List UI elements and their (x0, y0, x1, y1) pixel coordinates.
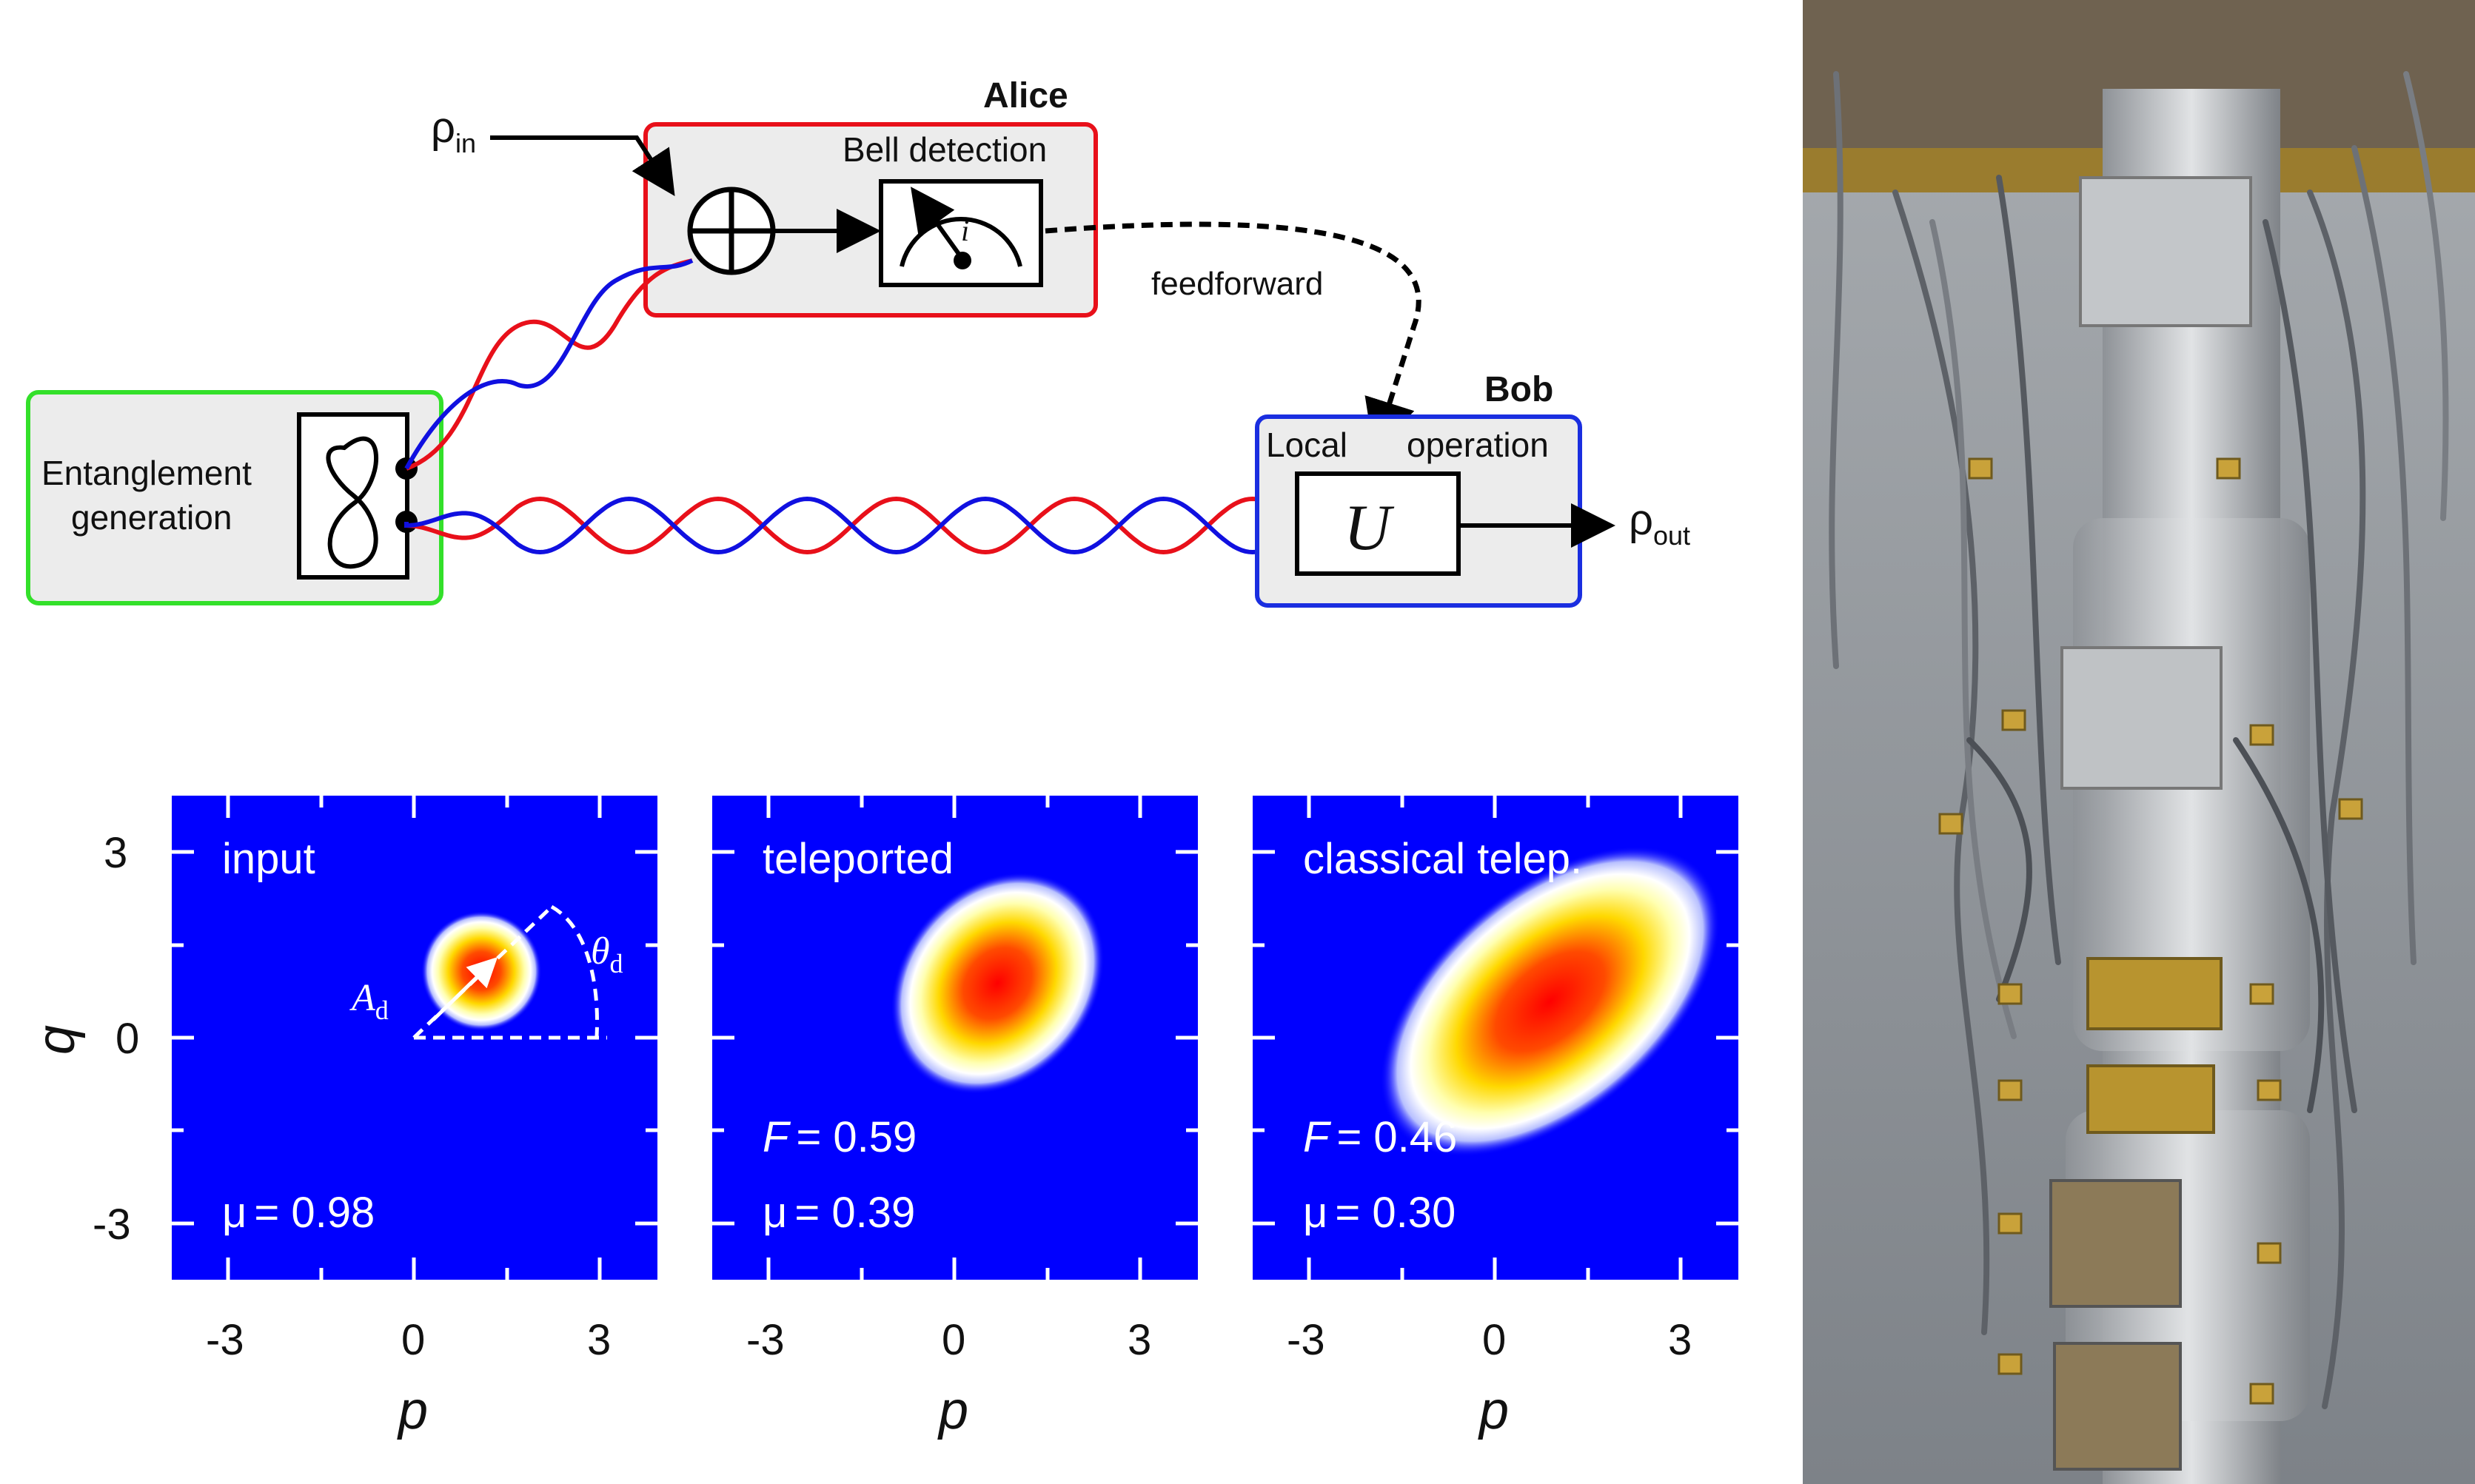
y-axis-label: q (27, 1025, 86, 1055)
panel-teleported-label: teleported (763, 835, 954, 883)
wigner-panels: input Ad θd μ= 0.98 (27, 796, 1738, 1440)
panel-classical: classical telep. F= 0.46 μ= 0.30 (1253, 796, 1738, 1280)
panel-teleported-ticks (712, 796, 1198, 1280)
bell-detection-label: Bell detection (843, 130, 1047, 169)
rho-in-label: ρin (431, 104, 476, 158)
panel-input-label: input (222, 835, 315, 883)
rho-out-label: ρout (1629, 496, 1690, 551)
panel-teleported-x-tick-minus3: -3 (746, 1316, 785, 1364)
beam-splitter-symbol (687, 187, 776, 275)
panel-input-x-label: p (397, 1381, 428, 1440)
panel-classical-wigner-blob (1380, 846, 1721, 1157)
photo-amplifier-2 (2086, 1064, 2215, 1134)
photo-cables (1829, 71, 2449, 1409)
panel-teleported: teleported F= 0.59 μ= 0.39 (712, 796, 1198, 1280)
feedforward-dashed-path (1045, 221, 1421, 453)
photo-box-2 (2053, 1342, 2182, 1471)
panel-teleported-wigner-blob (891, 872, 1105, 1095)
panel-input-x-tick-3: 3 (587, 1316, 611, 1364)
alice-title: Alice (983, 76, 1068, 115)
panel-classical-x-tick-0: 0 (1482, 1316, 1506, 1364)
panel-classical-x-label: p (1478, 1381, 1509, 1440)
source-label-line1: Entanglement (41, 454, 252, 492)
panel-input: input Ad θd μ= 0.98 (172, 796, 657, 1280)
entangled-wave-to-bob-red (404, 496, 1299, 555)
photo-box-1 (2049, 1179, 2182, 1308)
panel-input-amplitude-arrow (432, 957, 498, 1021)
entangled-wave-to-alice-red (405, 258, 693, 471)
panel-input-angle-label: θd (591, 930, 623, 978)
local-operation-label-left: Local (1266, 426, 1347, 464)
photo-amplifier-1 (2086, 957, 2223, 1030)
infinity-crystal-icon (297, 412, 418, 580)
panel-input-x-tick-0: 0 (401, 1316, 425, 1364)
rho-in-arrow (490, 135, 675, 197)
y-tick-minus3: -3 (93, 1201, 131, 1249)
panel-classical-ticks (1253, 796, 1738, 1280)
source-label-line2: generation (71, 498, 232, 537)
panel-teleported-x-label: p (937, 1381, 968, 1440)
panel-classical-x-tick-3: 3 (1668, 1316, 1692, 1364)
teleportation-schematic: Alice Bell detection ρin i feedforward E… (26, 76, 1690, 608)
panel-input-mu: μ= 0.98 (222, 1189, 375, 1237)
y-tick-3: 3 (104, 829, 127, 877)
panel-teleported-fidelity: F= 0.59 (763, 1113, 917, 1161)
bob-title: Bob (1484, 370, 1553, 409)
entangled-wave-to-alice-blue (404, 258, 694, 470)
feedforward-label: feedforward (1151, 266, 1323, 302)
panel-classical-x-tick-minus3: -3 (1287, 1316, 1325, 1364)
local-operation-label-right: operation (1407, 426, 1549, 464)
panel-input-ticks (172, 796, 657, 1280)
panel-input-x-tick-minus3: -3 (206, 1316, 244, 1364)
bell-detector-meter: i (879, 179, 1043, 287)
panel-teleported-mu: μ= 0.39 (763, 1189, 915, 1237)
photo-connectors (1938, 457, 2363, 1405)
panel-input-amplitude-label: Ad (349, 977, 389, 1025)
panel-classical-fidelity: F= 0.46 (1303, 1113, 1457, 1161)
panel-classical-mu: μ= 0.30 (1303, 1189, 1456, 1237)
entangled-wave-to-bob-blue (404, 496, 1299, 555)
photo-circulator-1 (2079, 176, 2252, 327)
hardware-photo (1803, 0, 2475, 1484)
unitary-box (1295, 471, 1461, 576)
panel-classical-label: classical telep. (1303, 835, 1582, 883)
y-tick-0: 0 (115, 1015, 139, 1063)
panel-teleported-x-tick-0: 0 (942, 1316, 965, 1364)
meter-symbol: i (961, 214, 969, 247)
photo-circulator-2 (2060, 646, 2223, 790)
panel-teleported-x-tick-3: 3 (1128, 1316, 1151, 1364)
unitary-symbol: U (1344, 492, 1395, 564)
